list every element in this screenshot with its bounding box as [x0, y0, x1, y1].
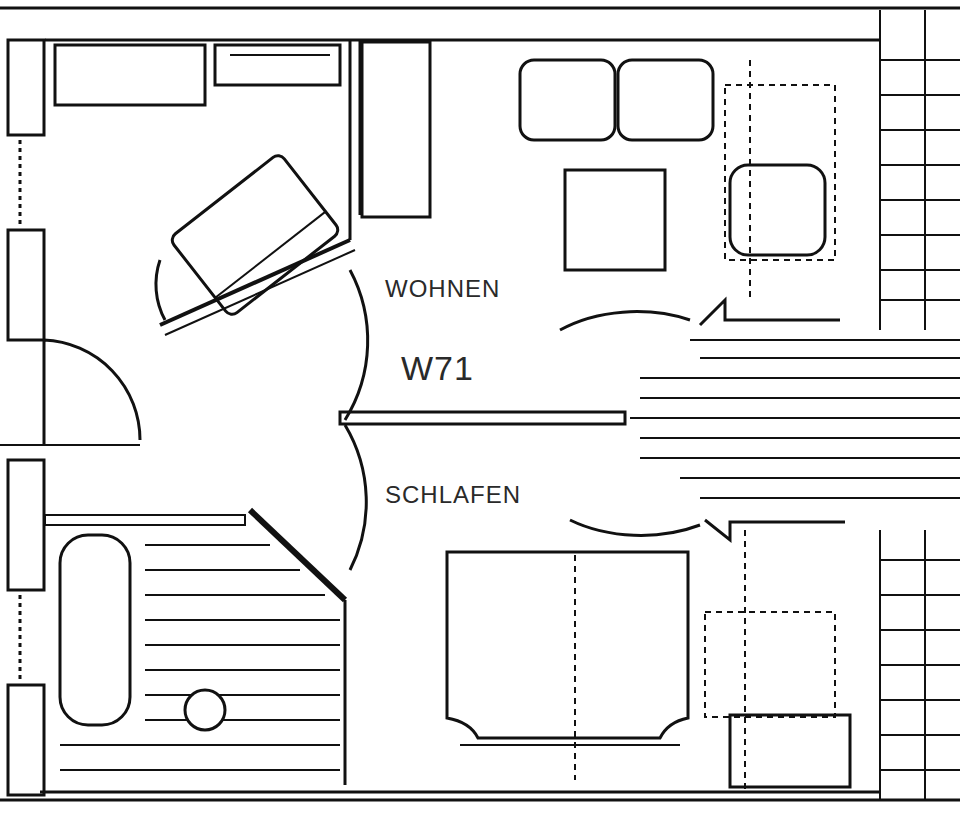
window: [705, 520, 845, 540]
wall: [340, 412, 625, 424]
wall: [45, 515, 245, 525]
door-swing: [345, 425, 366, 570]
wall: [40, 791, 880, 794]
wall: [0, 799, 960, 802]
bed: [447, 552, 688, 738]
kitchen-hatch: [60, 545, 340, 770]
wall: [349, 40, 352, 240]
wardrobe: [362, 42, 430, 217]
bathtub: [169, 153, 341, 318]
toilet: [185, 690, 225, 730]
table: [565, 170, 665, 270]
room-label: SCHLAFEN: [382, 482, 524, 508]
desk: [705, 612, 835, 717]
apartment-number: W71: [398, 350, 477, 387]
cabinet: [725, 85, 835, 260]
wall: [8, 685, 44, 795]
door-swing: [570, 520, 700, 535]
door-swing: [156, 260, 165, 320]
window: [19, 595, 22, 680]
door-swing: [345, 270, 368, 420]
wall: [45, 39, 880, 42]
counter: [215, 45, 340, 85]
wall: [250, 510, 345, 600]
wall: [8, 40, 44, 135]
wall: [0, 7, 960, 10]
door-swing: [44, 340, 140, 445]
chair: [730, 165, 825, 255]
counter: [55, 45, 205, 105]
window: [19, 140, 22, 225]
balcony-hatch: [630, 340, 960, 498]
wall: [160, 240, 350, 325]
room-label: WOHNEN: [382, 276, 503, 302]
shower: [60, 535, 130, 725]
wall: [8, 460, 44, 590]
wall: [344, 600, 347, 785]
cabinet: [730, 715, 850, 787]
sofa: [520, 60, 615, 140]
sofa: [618, 60, 713, 140]
window: [700, 300, 840, 325]
wall: [8, 230, 44, 340]
stair-hatch: [880, 60, 960, 770]
door-swing: [560, 312, 690, 330]
door: [0, 444, 140, 446]
